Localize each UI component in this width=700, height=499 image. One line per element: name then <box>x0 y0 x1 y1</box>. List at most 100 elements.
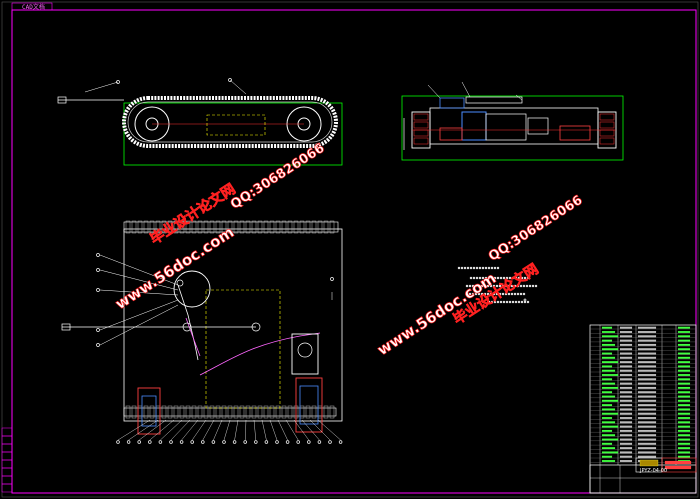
note-char <box>522 292 526 296</box>
bottom-tooth <box>125 405 131 419</box>
row-text <box>677 378 691 381</box>
row-text <box>601 382 616 385</box>
row-text <box>601 369 616 372</box>
gearbox <box>461 111 487 141</box>
bottom-leader-dot <box>307 440 311 444</box>
bottom-leader-dot <box>190 440 194 444</box>
rod-pin <box>251 322 261 332</box>
bottom-tooth <box>215 405 221 419</box>
bottom-tooth <box>143 405 149 419</box>
row-text <box>601 460 616 462</box>
note-char <box>534 284 538 288</box>
track-inner <box>127 101 333 143</box>
bottom-leader <box>261 419 267 441</box>
top-tooth <box>125 220 131 234</box>
top-tooth <box>203 220 209 234</box>
row-text <box>619 395 633 398</box>
bottom-leader-dot <box>275 440 279 444</box>
top-tooth <box>311 220 317 234</box>
bottom-tooth <box>191 405 197 419</box>
track-pad-right <box>599 113 615 121</box>
note-char <box>516 292 520 296</box>
row-text <box>601 343 616 346</box>
row-text <box>677 434 691 437</box>
note-char <box>502 276 506 280</box>
note-char <box>510 284 514 288</box>
note-char <box>514 300 518 304</box>
bottom-leader <box>181 419 199 441</box>
note-char <box>477 292 481 296</box>
leader-num-dot <box>96 268 100 272</box>
note-char <box>508 300 512 304</box>
note-char <box>499 300 503 304</box>
note-char <box>531 284 535 288</box>
note-char <box>478 266 482 270</box>
top-tooth <box>323 220 329 234</box>
body-dashed <box>206 114 266 136</box>
leader-num-dot <box>96 253 100 257</box>
bottom-leader <box>128 419 159 441</box>
note-char <box>484 276 488 280</box>
row-text <box>601 421 616 424</box>
row-text <box>637 365 657 368</box>
note-char <box>493 266 497 270</box>
note-char <box>474 292 478 296</box>
top-tooth <box>257 220 263 234</box>
title-name-2 <box>664 465 692 470</box>
row-text <box>637 331 657 333</box>
bottom-leader <box>245 419 247 441</box>
note-char <box>504 284 508 288</box>
tab-box <box>11 2 53 11</box>
top-tooth <box>173 220 179 234</box>
row-text <box>677 447 691 450</box>
track-outline <box>123 102 343 166</box>
boundary-curve <box>199 332 321 376</box>
note-char <box>471 284 475 288</box>
row-text <box>619 374 633 376</box>
row-text <box>601 434 616 437</box>
top-tooth <box>215 220 221 234</box>
row-text <box>637 339 657 342</box>
row-text <box>619 429 633 432</box>
bottom-leader <box>269 419 278 441</box>
top-tooth <box>269 220 275 234</box>
front-outline <box>401 95 624 161</box>
row-text <box>677 352 691 355</box>
note-char <box>477 284 481 288</box>
row-text <box>619 404 633 407</box>
track-pad-right <box>599 137 615 145</box>
note-char <box>472 276 476 280</box>
note-char <box>457 266 461 270</box>
note-char <box>490 300 494 304</box>
row-text <box>677 374 691 376</box>
row-text <box>677 339 691 342</box>
row-text <box>601 326 613 329</box>
bottom-tooth <box>305 405 311 419</box>
top-tooth <box>197 220 203 234</box>
row-text <box>677 421 691 424</box>
row-text <box>637 399 657 402</box>
row-text <box>637 378 657 381</box>
note-char <box>523 276 527 280</box>
note-char <box>487 300 491 304</box>
drawing-frame <box>11 9 697 494</box>
top-tooth <box>275 220 281 234</box>
note-char <box>472 266 476 270</box>
bottom-tooth <box>323 405 329 419</box>
row-text <box>601 335 619 338</box>
note-char <box>486 284 490 288</box>
push-rod-end <box>61 323 71 331</box>
top-tooth <box>239 220 245 234</box>
row-text <box>677 369 691 372</box>
row-text <box>637 348 657 351</box>
bottom-leader-dot <box>338 440 343 444</box>
note-char <box>493 300 497 304</box>
edge-marker <box>1 475 13 485</box>
note-char <box>511 300 515 304</box>
row-text <box>601 438 619 441</box>
row-text <box>601 395 616 398</box>
linkage-arm-2 <box>185 317 201 357</box>
bottom-leader-dot <box>328 440 332 444</box>
bottom-leader <box>202 419 215 441</box>
motor-shaft <box>297 342 313 358</box>
